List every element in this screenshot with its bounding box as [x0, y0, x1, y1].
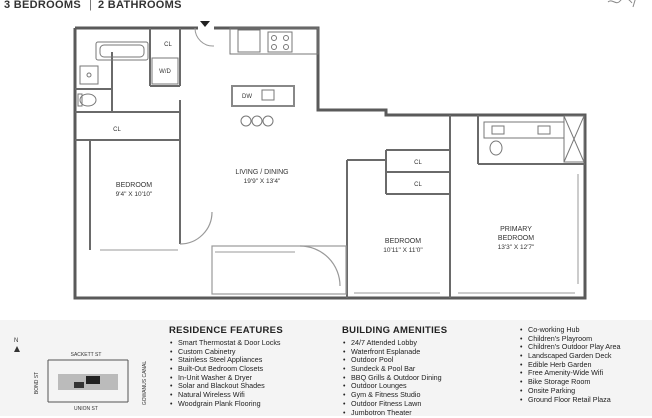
bedroom1-label: BEDROOM [116, 182, 152, 189]
floor-plan: LIVING / DINING 19'9" X 13'4" BEDROOM 9'… [73, 21, 587, 300]
closet-label: CL [113, 127, 121, 133]
signature-mark [607, 0, 636, 8]
amenity-item: Outdoor Fitness Lawn [343, 399, 442, 409]
primary-dims: 13'3" X 12'7" [498, 244, 535, 251]
exterior-wall [73, 26, 587, 300]
amenity-item: Landscaped Garden Deck [520, 351, 620, 361]
feature-item: Smart Thermostat & Door Locks [170, 338, 281, 348]
living-dims: 19'9" X 13'4" [244, 178, 281, 185]
feature-item: Stainless Steel Appliances [170, 356, 281, 365]
key-plan: N SACKETT ST UNION ST BOND ST GOWANUS CA… [14, 338, 148, 412]
feature-item: Custom Cabinetry [170, 347, 281, 357]
primary-vanity [483, 121, 565, 139]
building-amenities-list: 24/7 Attended LobbyWaterfront EsplanadeO… [343, 338, 442, 418]
toilet [79, 93, 97, 107]
amenity-item: Onsite Parking [520, 386, 620, 396]
header-divider: | [89, 0, 93, 11]
amenity-item: 24/7 Attended Lobby [343, 338, 442, 348]
amenity-item: Gym & Fitness Studio [343, 390, 442, 400]
kitchen-sink [261, 89, 275, 101]
amenity-item: Co-working Hub [520, 325, 620, 335]
amenity-item: Jumbotron Theater [343, 408, 442, 418]
toilet-primary [489, 140, 503, 156]
balcony [211, 245, 347, 295]
wd-label: W/D [159, 69, 171, 75]
feature-item: In-Unit Washer & Dryer [170, 373, 281, 383]
bedroom1-dims: 9'4" X 10'10" [116, 191, 153, 198]
dw-label: DW [242, 94, 252, 100]
feature-item: Solar and Blackout Shades [170, 382, 281, 391]
amenity-item: Ground Floor Retail Plaza [520, 395, 620, 405]
amenity-item: Children's Outdoor Play Area [520, 343, 620, 352]
residence-features-title: RESIDENCE FEATURES [169, 325, 283, 336]
amenity-item: BBQ Grills & Outdoor Dining [343, 373, 442, 383]
range [237, 29, 261, 53]
unit-highlight [86, 376, 100, 384]
shower [563, 115, 585, 163]
primary-label-2: BEDROOM [498, 235, 534, 242]
feature-item: Woodgrain Plank Flooring [170, 399, 281, 409]
closet-label: CL [164, 42, 172, 48]
street-left: BOND ST [34, 372, 40, 394]
entry-arrow [200, 21, 210, 27]
north-indicator: N [14, 338, 18, 344]
amenity-item: Bike Storage Room [520, 377, 620, 387]
bedroom2-dims: 10'11" X 11'0" [383, 247, 423, 254]
feature-item: Built-Out Bedroom Closets [170, 364, 281, 374]
amenity-item: Waterfront Esplanade [343, 347, 442, 357]
street-right: GOWANUS CANAL [142, 361, 148, 405]
sink [79, 65, 99, 85]
amenity-item: Edible Herb Garden [520, 360, 620, 370]
closet-label: CL [414, 160, 422, 166]
more-amenities-list: Co-working HubChildren's PlayroomChildre… [520, 325, 620, 405]
residence-features-list: Smart Thermostat & Door LocksCustom Cabi… [170, 338, 281, 409]
amenity-item: Children's Playroom [520, 334, 620, 344]
amenity-item: Sundeck & Pool Bar [343, 364, 442, 374]
street-bottom: UNION ST [74, 406, 98, 412]
bedroom2-label: BEDROOM [385, 238, 421, 245]
kitchen-counter [229, 27, 319, 55]
feature-item: Natural Wireless Wifi [170, 390, 281, 400]
bedroom-count: 3 BEDROOMS [4, 0, 81, 11]
living-label: LIVING / DINING [235, 169, 288, 176]
building-amenities-title: BUILDING AMENITIES [342, 325, 448, 336]
amenity-item: Free Amenity-Wide Wifi [520, 369, 620, 378]
primary-label: PRIMARY [500, 226, 532, 233]
kitchen-island [231, 85, 295, 107]
washer-dryer [151, 57, 179, 85]
cooktop [267, 31, 293, 53]
bathroom-count: 2 BATHROOMS [98, 0, 182, 11]
amenity-item: Outdoor Pool [343, 356, 442, 365]
bathtub [95, 41, 149, 61]
amenity-item: Outdoor Lounges [343, 382, 442, 391]
info-panel: N SACKETT ST UNION ST BOND ST GOWANUS CA… [0, 320, 652, 416]
closet-label: CL [414, 182, 422, 188]
street-top: SACKETT ST [71, 352, 102, 358]
